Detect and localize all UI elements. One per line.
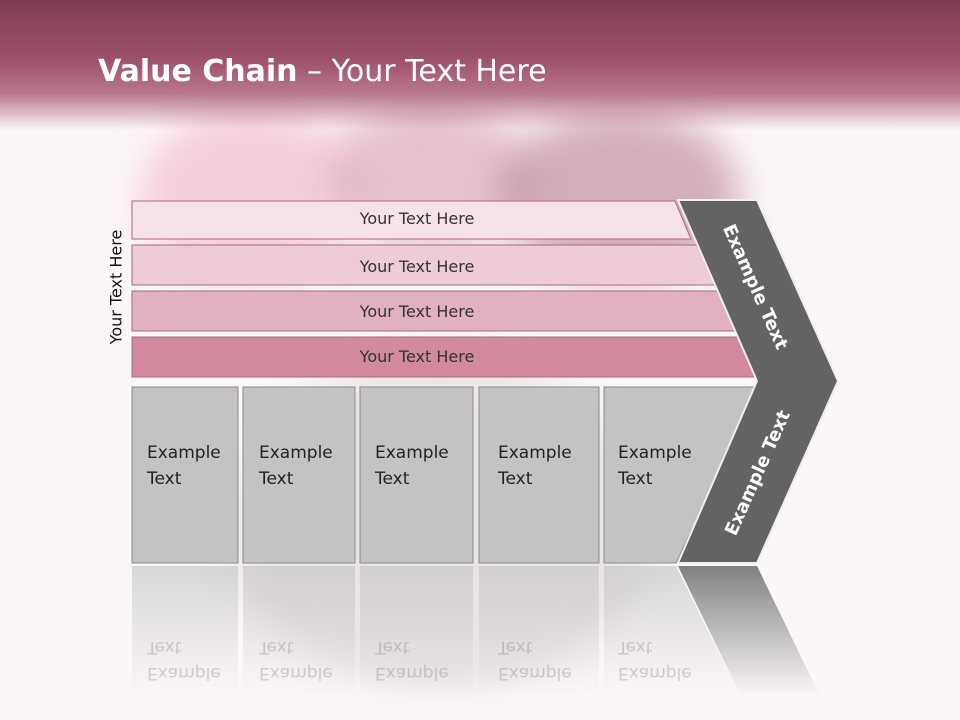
primary-box-label-5: Example Text [618,443,692,489]
primary-box-label-4: Example Text [498,443,572,489]
primary-box-label-1: Example Text [147,443,221,489]
primary-box-label-1-reflection: Example Text [147,637,221,683]
primary-box-1 [131,386,239,564]
primary-box-3-reflection [360,566,473,696]
support-bar-label-2: Your Text Here [359,257,475,276]
primary-box-5-reflection [604,566,740,696]
primary-box-3 [359,386,474,564]
margin-chevron-reflection [678,566,820,696]
support-bar-1 [131,200,692,240]
support-bar-label-1: Your Text Here [359,209,475,228]
primary-box-5 [603,386,761,564]
primary-box-1-reflection [132,566,238,696]
primary-box-2-reflection [243,566,355,696]
margin-chevron [676,199,840,564]
support-bar-label-4: Your Text Here [359,347,475,366]
primary-box-2 [242,386,356,564]
primary-box-label-2: Example Text [259,443,333,489]
primary-box-label-4-reflection: Example Text [498,637,572,683]
primary-box-label-5-reflection: Example Text [618,637,692,683]
slide-title: Value Chain – Your Text Here [98,54,547,89]
primary-box-label-2-reflection: Example Text [259,637,333,683]
primary-box-label-3: Example Text [375,443,449,489]
primary-box-4 [478,386,600,564]
title-banner [0,0,960,130]
primary-box-4-reflection [479,566,599,696]
support-bar-label-3: Your Text Here [359,302,475,321]
primary-box-label-3-reflection: Example Text [375,637,449,683]
